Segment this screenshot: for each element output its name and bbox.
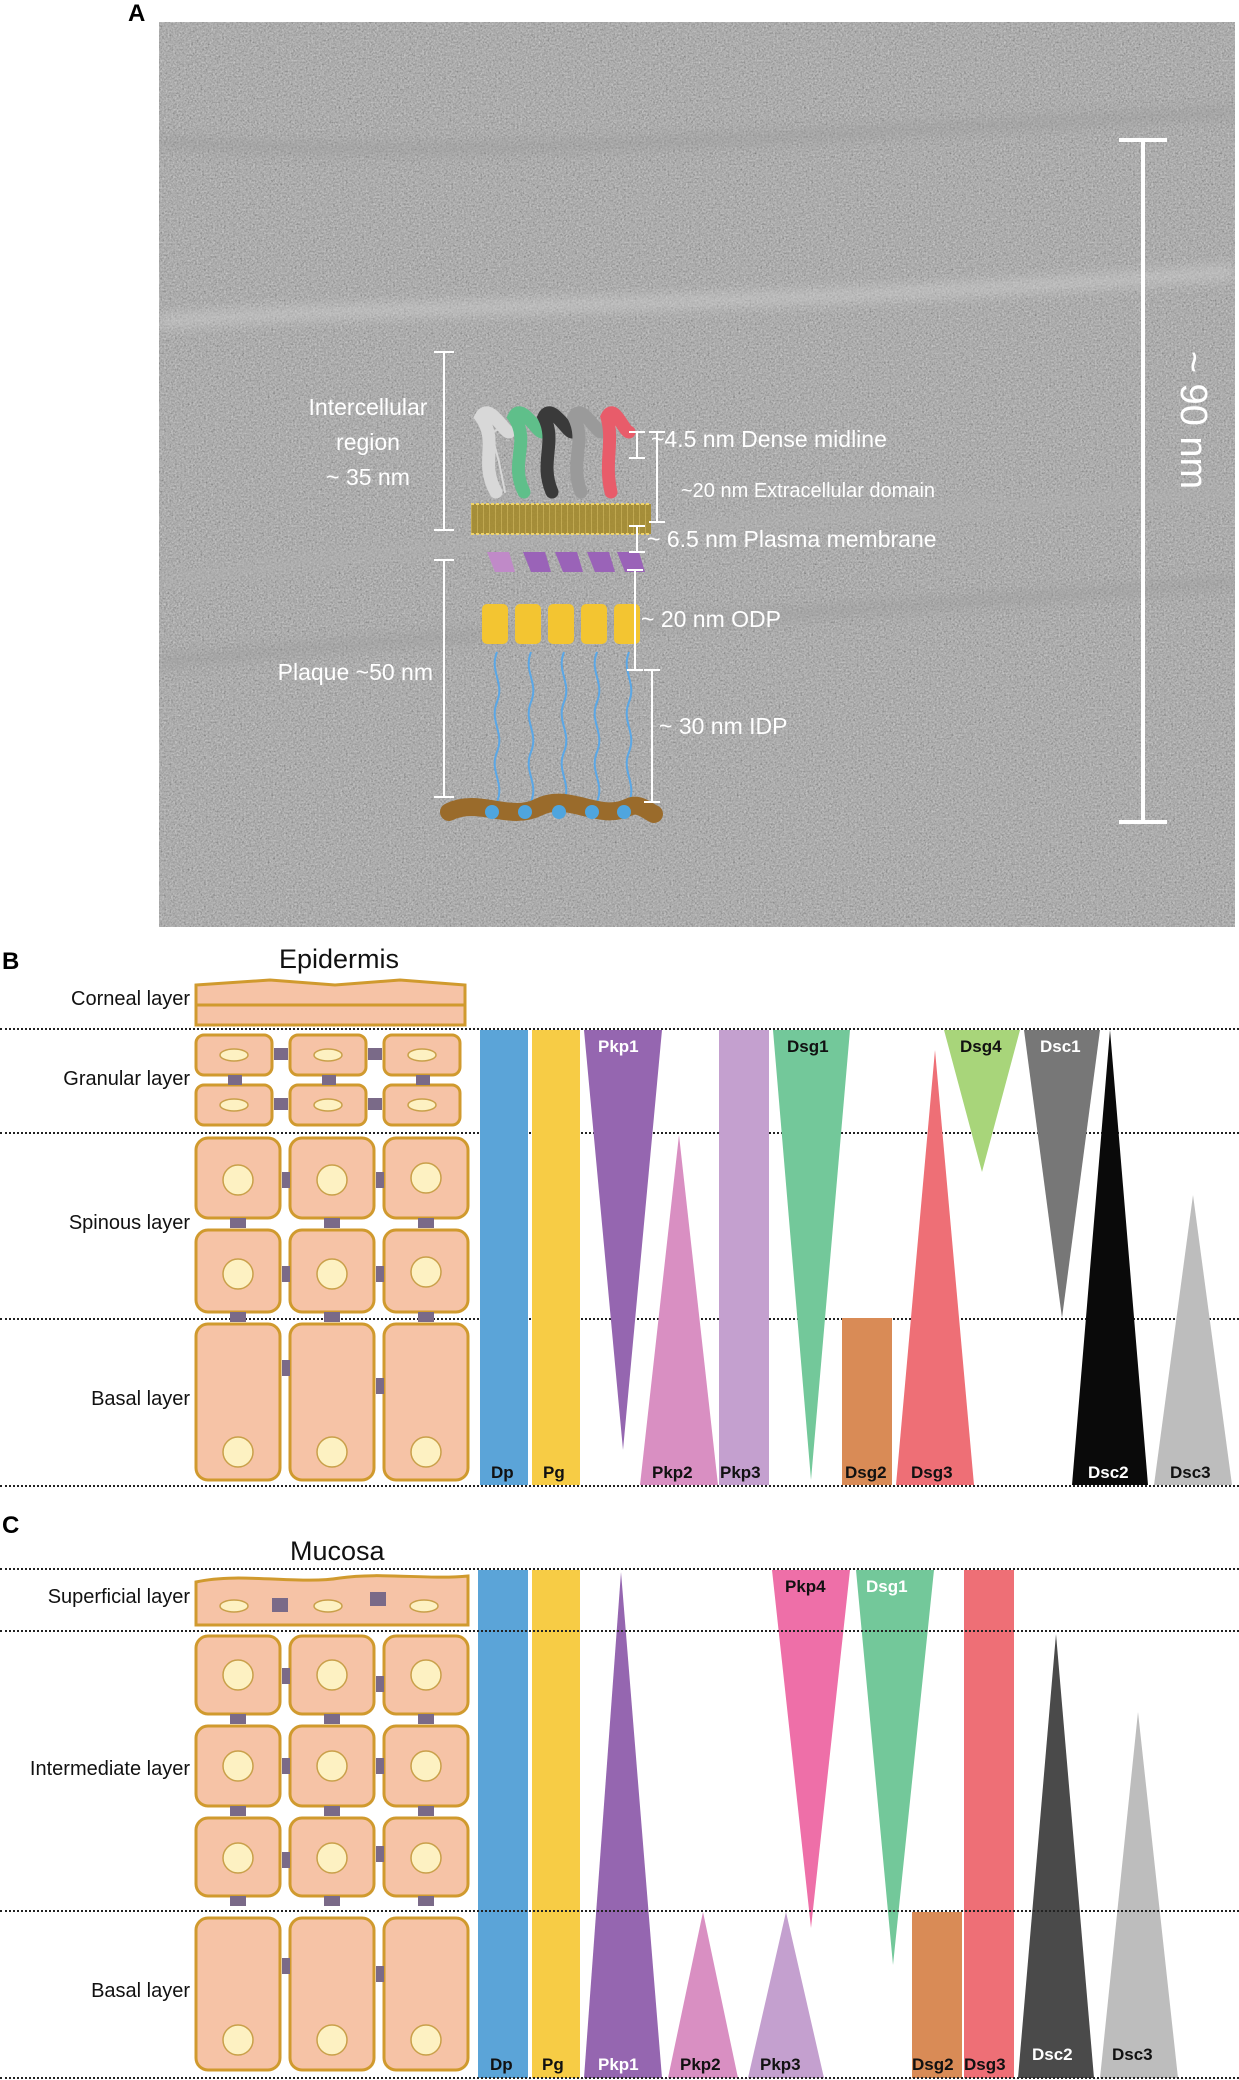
panel-c-letter: C (2, 1512, 20, 1539)
plasma-membrane-label: ~ 6.5 nm Plasma membrane (647, 526, 937, 552)
layer-label-basal-c: Basal layer (91, 1980, 190, 2002)
label-pkp2-c: Pkp2 (680, 2055, 721, 2074)
gridline-b-bottom (0, 1485, 1239, 1487)
epidermis-expression (480, 1030, 1232, 1485)
label-dsc3-b: Dsc3 (1170, 1463, 1211, 1482)
label-dsc2-c: Dsc2 (1032, 2045, 1073, 2064)
electron-micrograph: ~ 90 nm (159, 22, 1235, 927)
odp-plaque (482, 552, 645, 644)
scale-bar (1119, 138, 1167, 824)
label-pkp4-c: Pkp4 (785, 1577, 826, 1596)
tri-dsc2-c (1018, 1634, 1094, 2078)
plaque-label: Plaque ~50 nm (278, 659, 433, 685)
tri-dsc1-b (1024, 1030, 1100, 1318)
layer-label-corneal: Corneal layer (71, 988, 190, 1010)
tri-pkp4-c (772, 1570, 850, 1928)
bar-dsg3-c (964, 1570, 1014, 2078)
gridline-c-bottom (0, 2077, 1239, 2079)
tri-dsg1-c (856, 1570, 934, 1965)
idp-label: ~ 30 nm IDP (659, 713, 787, 739)
label-pkp2-b: Pkp2 (652, 1463, 693, 1482)
label-dsc1-b: Dsc1 (1040, 1037, 1081, 1056)
label-dsg1-c: Dsg1 (866, 1577, 908, 1596)
tri-dsc3-c (1100, 1712, 1178, 2078)
layer-label-granular: Granular layer (63, 1068, 190, 1090)
tri-dsc3-b (1154, 1195, 1232, 1485)
dense-midline-label: ~4.5 nm Dense midline (651, 426, 887, 452)
panel-c-title: Mucosa (290, 1536, 385, 1566)
tri-dsg3-b (896, 1050, 974, 1485)
bar-pg-c (532, 1570, 580, 2078)
extracellular-label: ~20 nm Extracellular domain (681, 480, 935, 502)
idp-desmoplakin (493, 651, 633, 803)
tri-pkp3-c (748, 1912, 824, 2078)
tri-dsg4-b (944, 1030, 1020, 1172)
layer-label-basal-b: Basal layer (91, 1388, 190, 1410)
odp-label: ~ 20 nm ODP (641, 606, 781, 632)
tri-dsg1-b (773, 1030, 850, 1480)
tri-pkp2-c (668, 1912, 738, 2078)
tri-pkp2-b (640, 1135, 718, 1485)
label-pkp1-b: Pkp1 (598, 1037, 639, 1056)
epidermis-desmosomes (228, 1048, 434, 1394)
mucosa-desmosomes (230, 1592, 434, 1982)
label-pkp3-c: Pkp3 (760, 2055, 801, 2074)
tri-pkp1-b (584, 1030, 662, 1450)
intercellular-label-1: Intercellular (309, 394, 428, 420)
plasma-membrane (471, 504, 651, 534)
mucosa-nuclei (219, 1599, 442, 2056)
intercellular-label-3: ~ 35 nm (326, 464, 410, 490)
bar-dsg2-b (842, 1318, 892, 1485)
gridline-b-top (0, 1028, 1239, 1030)
label-dsg1-b: Dsg1 (787, 1037, 829, 1056)
mucosa-cells (194, 1574, 470, 2072)
label-pkp1-c: Pkp1 (598, 2055, 639, 2074)
tri-dsc2-b (1072, 1030, 1148, 1485)
label-pg-b: Pg (543, 1463, 565, 1482)
label-dsg3-b: Dsg3 (911, 1463, 953, 1482)
mucosa-expression (478, 1570, 1178, 2078)
panel-a-letter: A (128, 0, 146, 27)
gridline-c-1 (0, 1630, 1239, 1632)
label-dsg2-c: Dsg2 (912, 2055, 954, 2074)
panel-b-letter: B (2, 948, 20, 975)
bar-dsg2-c (912, 1912, 962, 2078)
label-dsc3-c: Dsc3 (1112, 2045, 1153, 2064)
panel-b-title: Epidermis (279, 944, 400, 974)
label-dp-b: Dp (491, 1463, 514, 1482)
scale-label: ~ 90 nm (1172, 351, 1214, 489)
label-dsc2-b: Dsc2 (1088, 1463, 1129, 1482)
mucosa-protein-labels: Dp Pg Pkp1 Pkp2 Pkp3 Pkp4 Dsg1 Dsg2 Dsg3… (490, 1577, 1153, 2074)
bar-dp-b (480, 1030, 528, 1485)
cadherin-group (473, 406, 636, 499)
bar-pg-b (532, 1030, 580, 1485)
layer-label-intermediate: Intermediate layer (29, 1758, 190, 1780)
layer-label-superficial: Superficial layer (47, 1586, 190, 1608)
label-pkp3-b: Pkp3 (720, 1463, 761, 1482)
intercellular-label-2: region (336, 429, 400, 455)
epidermis-nuclei (219, 1048, 442, 1468)
tri-pkp1-c (584, 1572, 662, 2078)
label-dp-c: Dp (490, 2055, 513, 2074)
bar-dp-c (478, 1570, 528, 2078)
label-pg-c: Pg (542, 2055, 564, 2074)
gridline-c-2 (0, 1910, 1239, 1912)
gridline-c-top (0, 1568, 1239, 1570)
label-dsg2-b: Dsg2 (845, 1463, 887, 1482)
bar-pkp3-b (719, 1030, 769, 1485)
layer-label-spinous: Spinous layer (68, 1212, 190, 1234)
label-dsg4-b: Dsg4 (960, 1037, 1002, 1056)
label-dsg3-c: Dsg3 (964, 2055, 1006, 2074)
epidermis-protein-labels: Dp Pg Pkp1 Pkp2 Pkp3 Dsg1 Dsg2 Dsg3 Dsg4… (491, 1037, 1211, 1482)
desmosome-schematic: ~ 90 nm (159, 22, 1235, 927)
